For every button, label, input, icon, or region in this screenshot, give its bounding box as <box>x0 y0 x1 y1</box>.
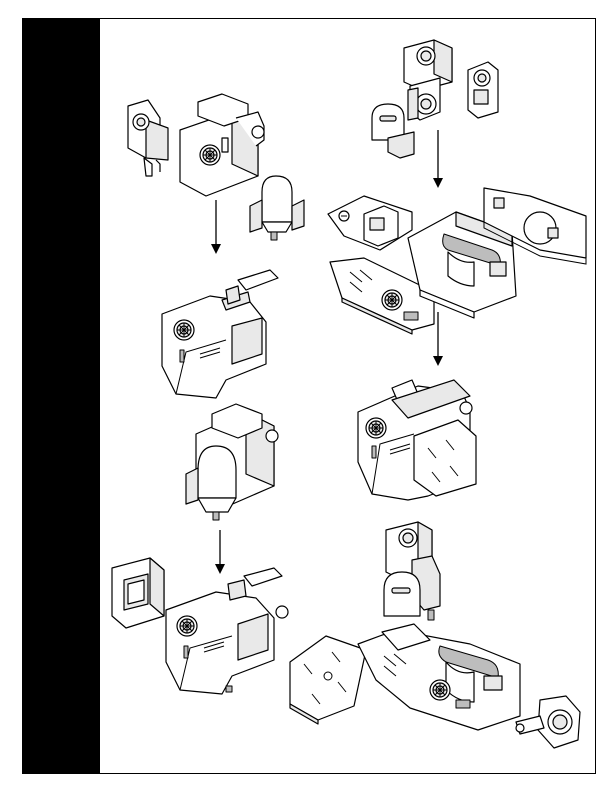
small-bracket-part <box>327 195 413 251</box>
arrow-down-icon <box>211 200 221 254</box>
housing-with-cap-step3 <box>185 403 279 521</box>
vertical-connector-part <box>403 39 453 121</box>
side-clip-part <box>467 61 499 119</box>
left-clip-part <box>127 99 169 177</box>
arrow-down-icon <box>433 312 443 366</box>
assembled-unit-right <box>357 379 477 501</box>
final-subassembly <box>357 623 521 731</box>
assembled-unit-step4 <box>165 567 289 695</box>
vertical-connector-part-2 <box>383 521 441 621</box>
knob-part <box>371 103 415 159</box>
cap-part <box>249 175 305 241</box>
black-sidebar-strip <box>22 18 100 774</box>
long-plate-part <box>329 257 435 335</box>
main-housing-part <box>179 93 265 197</box>
arrow-down-icon <box>433 130 443 188</box>
square-pad-part <box>289 635 367 725</box>
assembled-unit-step2 <box>161 269 279 399</box>
back-plate-part <box>483 187 587 265</box>
cylinder-housing-part <box>407 211 517 319</box>
frame-part <box>111 557 165 629</box>
arrow-down-icon <box>215 530 225 574</box>
hex-nut-part <box>515 695 581 749</box>
